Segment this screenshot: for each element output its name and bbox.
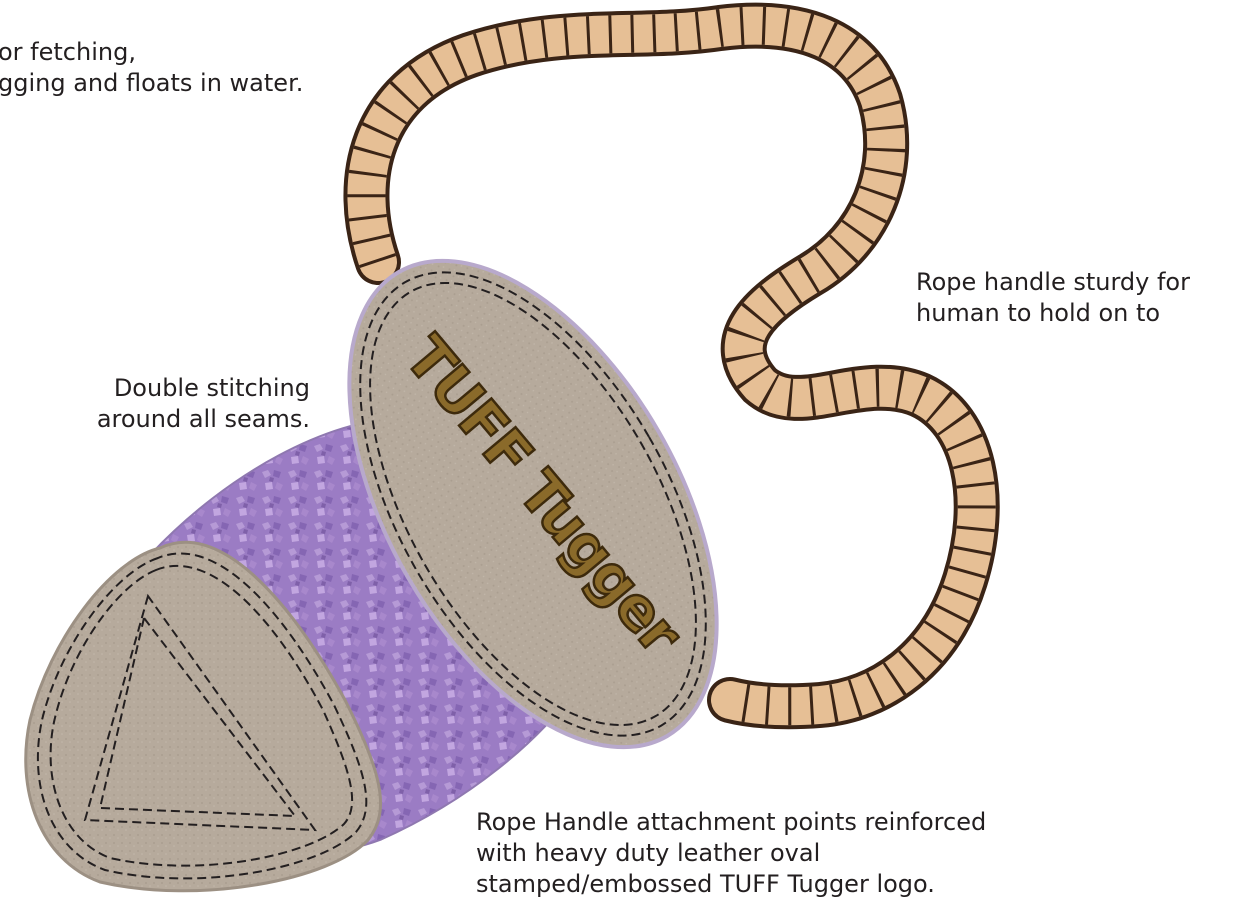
callout-attach-line1: Rope Handle attachment points reinforced: [476, 807, 986, 838]
callout-floats-in-water: or fetching, gging and floats in water.: [0, 37, 303, 99]
callout-rope-handle: Rope handle sturdy for human to hold on …: [916, 267, 1190, 329]
callout-floats-line2: gging and floats in water.: [0, 68, 303, 99]
callout-floats-line1: or fetching,: [0, 37, 303, 68]
callout-attach-line3: stamped/embossed TUFF Tugger logo.: [476, 869, 986, 900]
callout-rope-line2: human to hold on to: [916, 298, 1190, 329]
callout-rope-line1: Rope handle sturdy for: [916, 267, 1190, 298]
callout-attachment-points: Rope Handle attachment points reinforced…: [476, 807, 986, 900]
callout-double-stitching: Double stitching around all seams.: [60, 373, 310, 435]
callout-stitching-line2: around all seams.: [60, 404, 310, 435]
callout-attach-line2: with heavy duty leather oval: [476, 838, 986, 869]
callout-stitching-line1: Double stitching: [60, 373, 310, 404]
